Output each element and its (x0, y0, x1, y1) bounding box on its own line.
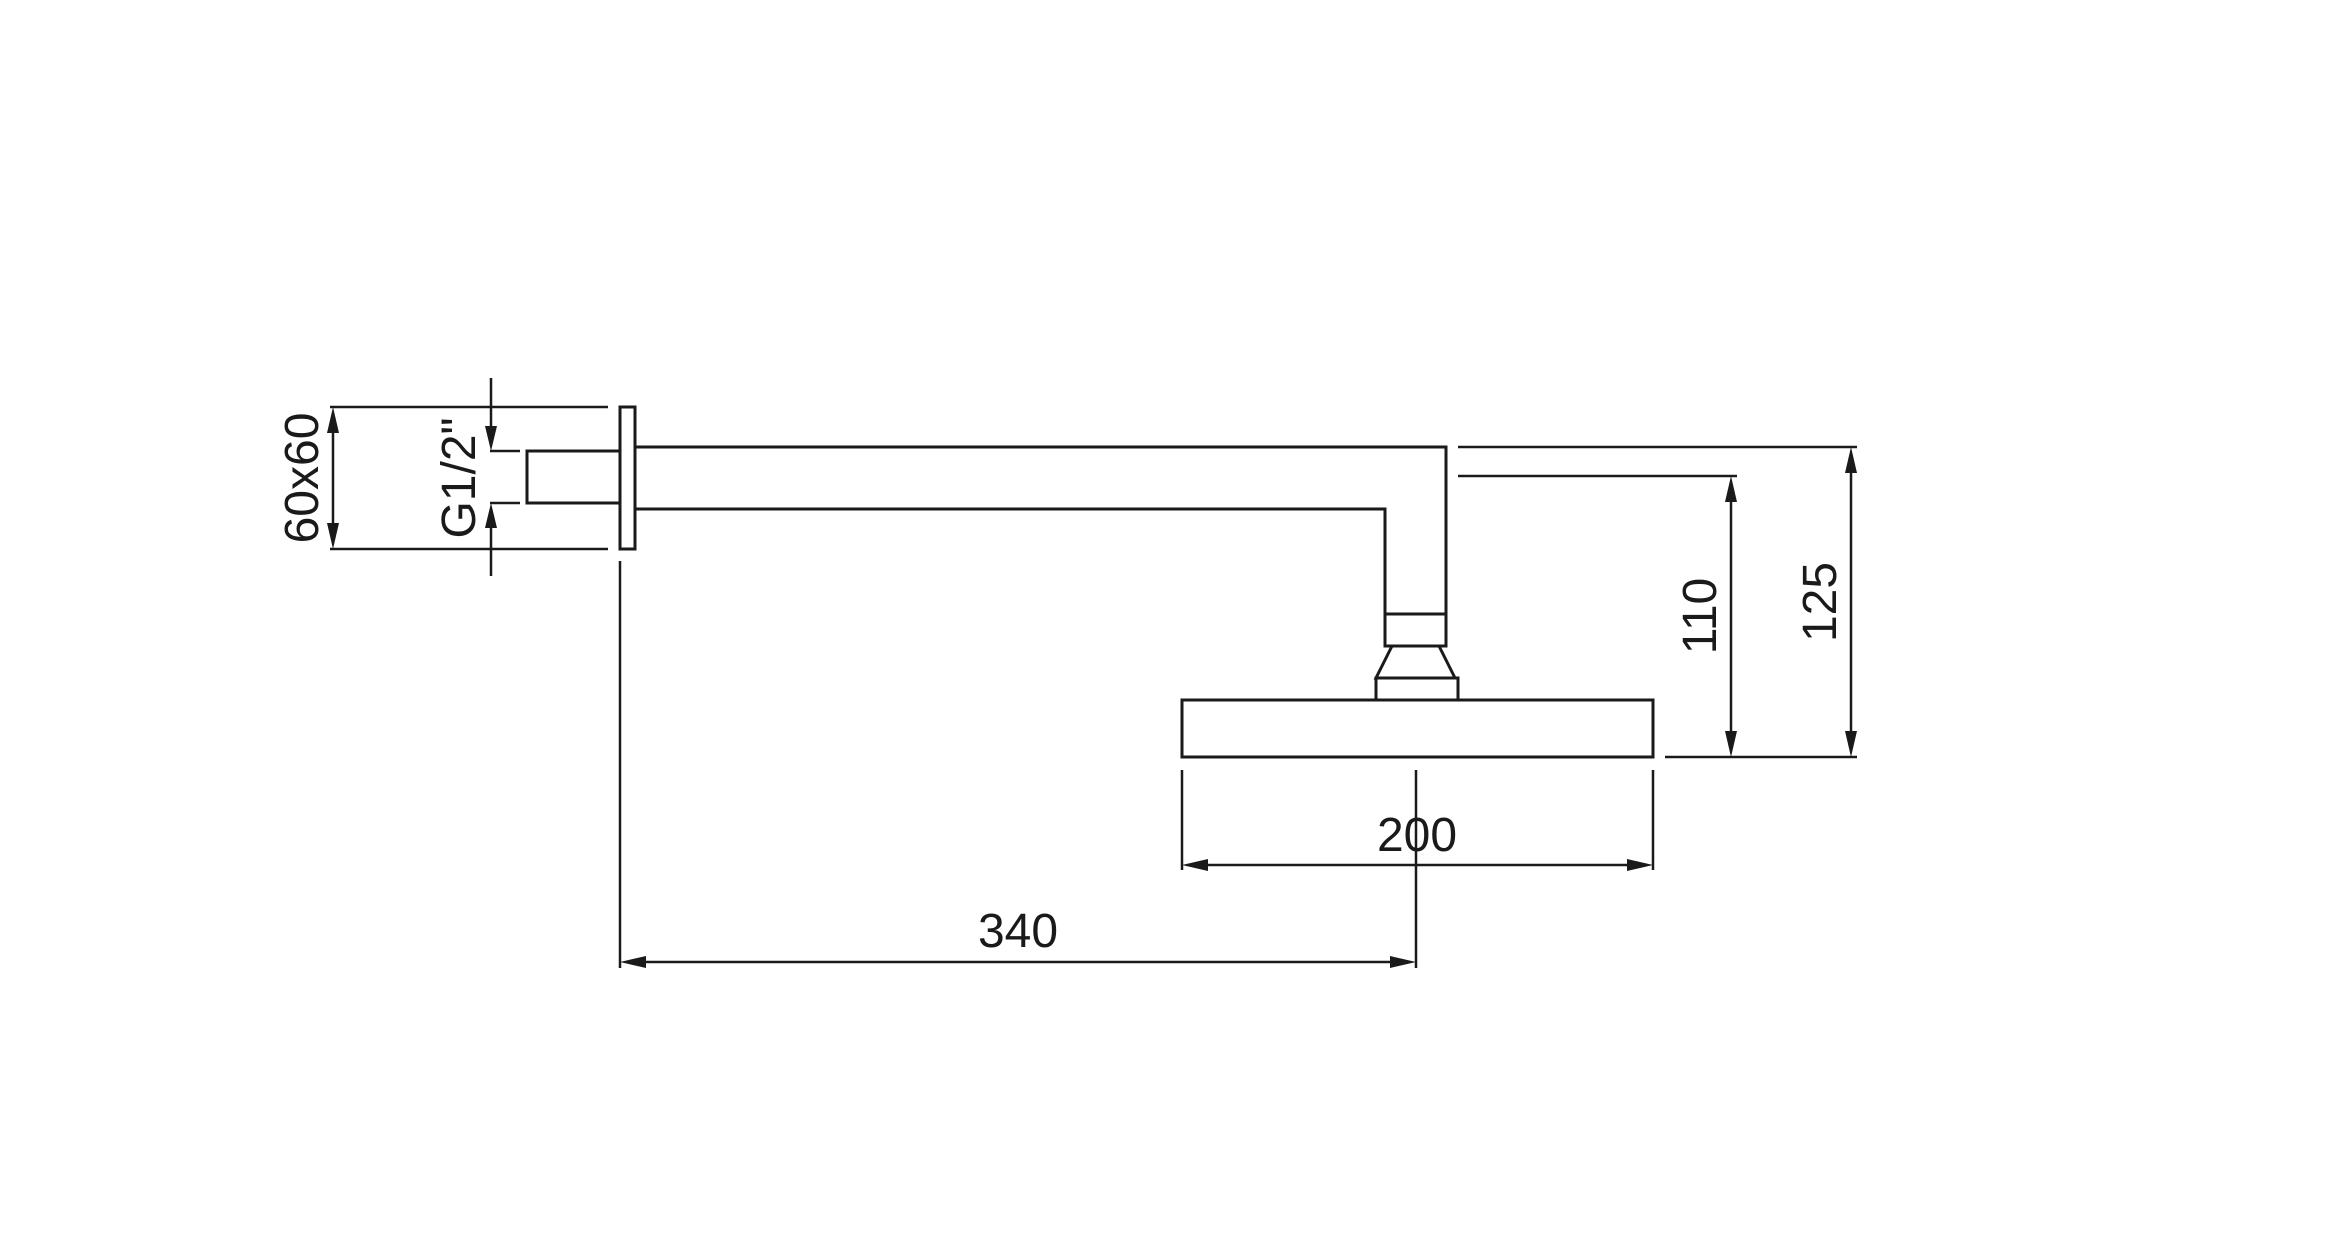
head-width-label: 200 (1377, 809, 1457, 862)
thread-arrow-top (485, 426, 497, 451)
thread-size-label: G1/2" (433, 417, 486, 538)
flange-arrow-top (327, 407, 339, 433)
total-drop-label: 125 (1794, 562, 1847, 642)
projection-arrow-right (1390, 956, 1416, 968)
shower-arm-outer (635, 445, 1448, 614)
shower-head (1180, 698, 1655, 759)
head-width-arrow-right (1627, 859, 1653, 871)
projection-label: 340 (978, 905, 1058, 958)
thread-arrow-bottom (485, 503, 497, 528)
total-drop-arrow-bottom (1845, 731, 1857, 757)
total-drop-arrow-top (1845, 447, 1857, 473)
arm-drop-arrow-top (1725, 476, 1737, 502)
threaded-inlet (525, 449, 620, 505)
arm-drop-arrow-bottom (1725, 731, 1737, 757)
wall-flange (618, 405, 637, 551)
flange-arrow-bottom (327, 523, 339, 549)
shower-arm-inner (635, 507, 1387, 614)
ball-joint (1373, 645, 1458, 680)
arm-collar (1383, 612, 1448, 648)
flange-size-label: 60x60 (276, 413, 329, 544)
projection-arrow-left (620, 956, 646, 968)
head-width-arrow-left (1182, 859, 1208, 871)
arm-drop-label: 110 (1674, 578, 1727, 655)
head-nut (1374, 676, 1460, 702)
